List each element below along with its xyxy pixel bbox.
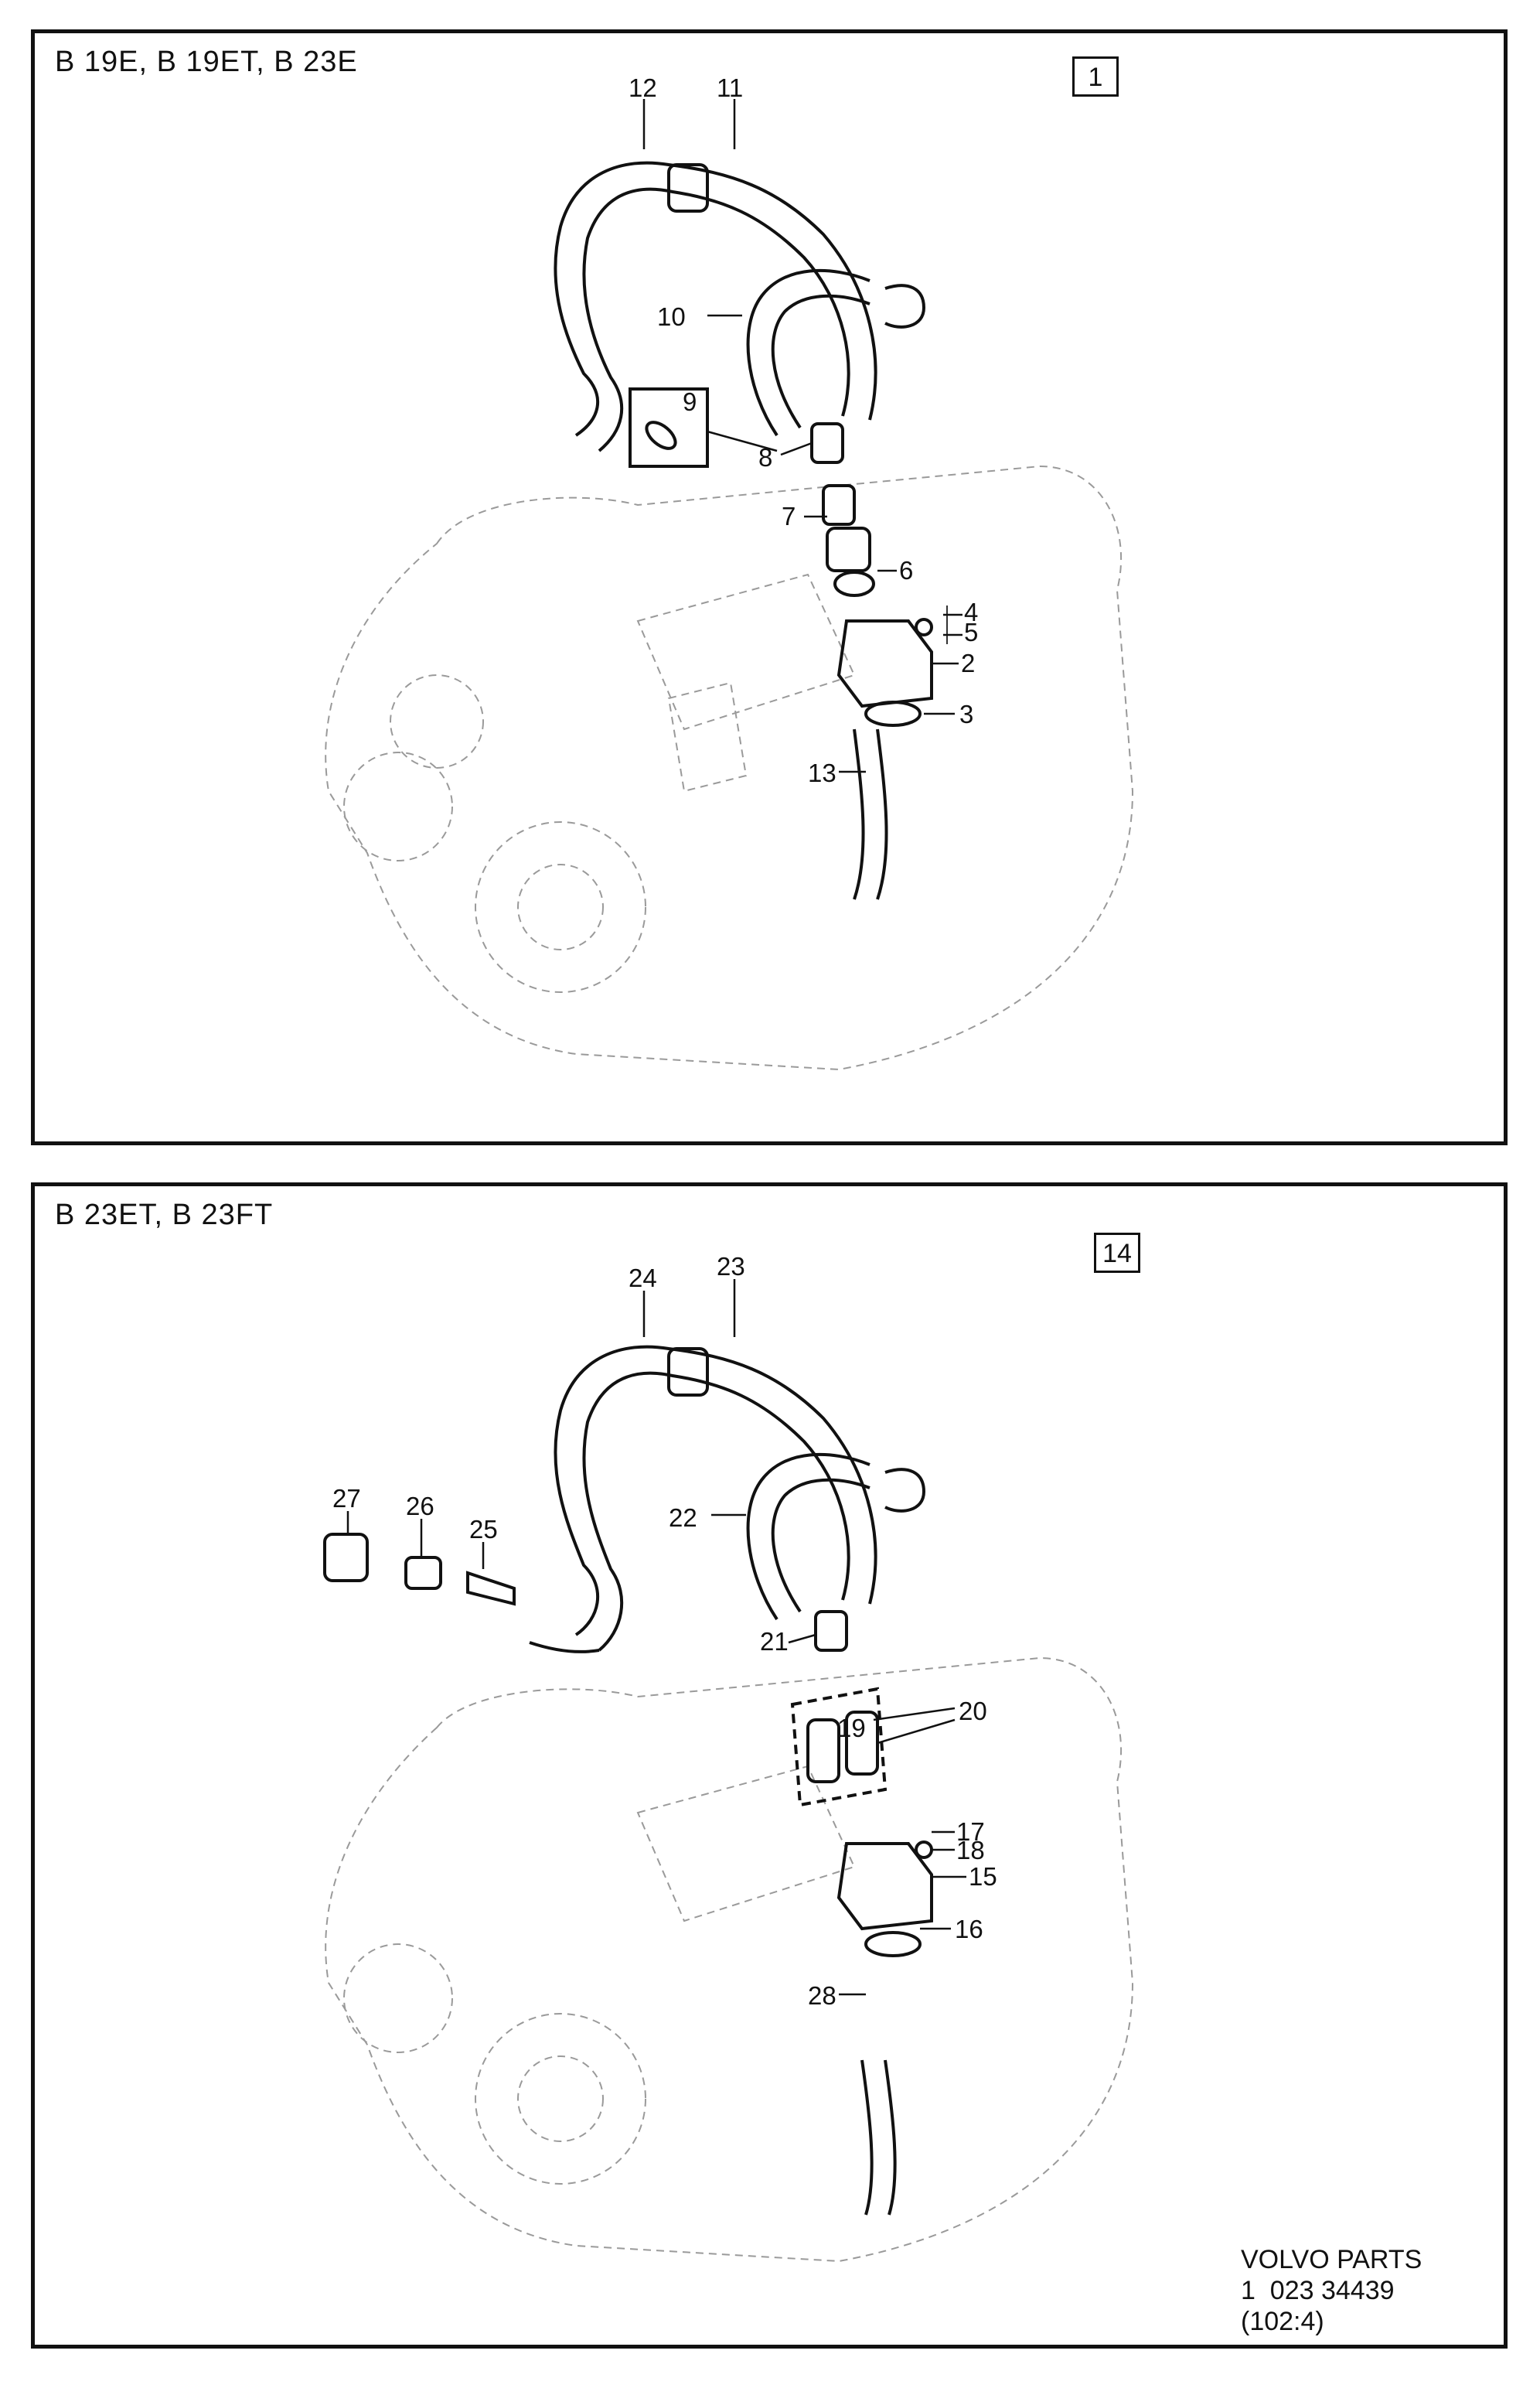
callout-17: 17	[956, 1817, 985, 1846]
callout-2: 3	[959, 700, 973, 728]
engine-outline	[325, 465, 1134, 1071]
callout-24: 24	[629, 1264, 657, 1292]
callout-12: 13	[808, 759, 836, 787]
callout-labels: 2 3 4 5 6 7 8 9 10 11 12 13	[629, 73, 978, 787]
callout-27: 27	[332, 1484, 361, 1513]
diagram-panel-1: B 19E, B 19ET, B 23E 1	[31, 29, 1508, 1145]
callout-8: 9	[683, 387, 697, 416]
hose-28	[860, 2059, 897, 2216]
callout-26: 26	[406, 1492, 434, 1520]
callout-22: 22	[669, 1503, 697, 1532]
callout-11: 12	[629, 73, 657, 102]
engine-hose-drawing: 15 16 17 18 19 20 21 22 23 24 25 26 27 2…	[323, 1252, 1134, 2263]
callout-25: 25	[469, 1515, 498, 1544]
hose-10	[746, 268, 871, 437]
callout-20: 20	[959, 1697, 987, 1725]
callout-7: 8	[758, 443, 772, 472]
hose-13	[853, 728, 888, 900]
valve-assembly	[810, 422, 948, 727]
callout-3: 4	[964, 598, 978, 626]
panel-title: B 19E, B 19ET, B 23E	[55, 46, 358, 78]
callout-1: 2	[961, 649, 975, 677]
inset-detail-9	[629, 387, 778, 468]
callout-labels: 15 16 17 18 19 20 21 22 23 24 25 26 27 2…	[332, 1252, 997, 2010]
leader-lines	[346, 1279, 966, 1996]
hose-24-23	[529, 1345, 926, 1653]
callout-18: 18	[956, 1836, 985, 1864]
callout-21: 21	[760, 1627, 789, 1656]
figure-number-badge: 14	[1094, 1233, 1140, 1273]
callout-6: 7	[782, 502, 796, 530]
diagram-panel-2: B 23ET, B 23FT 14	[31, 1182, 1508, 2349]
callout-9: 10	[657, 302, 686, 331]
callout-19: 19	[837, 1714, 866, 1742]
callout-10: 11	[717, 73, 743, 102]
hose-22	[746, 1452, 871, 1621]
callout-28: 28	[808, 1981, 836, 2010]
parts-reference-footer: VOLVO PARTS 1 023 34439 (102:4)	[1241, 2244, 1422, 2337]
leader-lines	[642, 99, 962, 773]
footer-brand: VOLVO PARTS	[1241, 2245, 1422, 2274]
callout-4: 5	[964, 618, 978, 646]
engine-outline	[325, 1656, 1134, 2263]
footer-section-code: (102:4)	[1241, 2307, 1324, 2336]
panel-title: B 23ET, B 23FT	[55, 1199, 274, 1231]
fittings-25-27	[323, 1533, 516, 1606]
hose-12-11	[554, 161, 926, 452]
callout-15: 15	[969, 1862, 997, 1891]
figure-number-badge: 1	[1072, 56, 1119, 97]
part-19-20-group	[790, 1687, 888, 1807]
callout-23: 23	[717, 1252, 745, 1281]
engine-hose-drawing: 2 3 4 5 6 7 8 9 10 11 12 13	[325, 73, 1134, 1071]
callout-5: 6	[899, 556, 913, 585]
valve-assembly	[814, 1610, 933, 1957]
footer-part-number: 1 023 34439	[1241, 2276, 1395, 2305]
callout-16: 16	[955, 1915, 983, 1943]
